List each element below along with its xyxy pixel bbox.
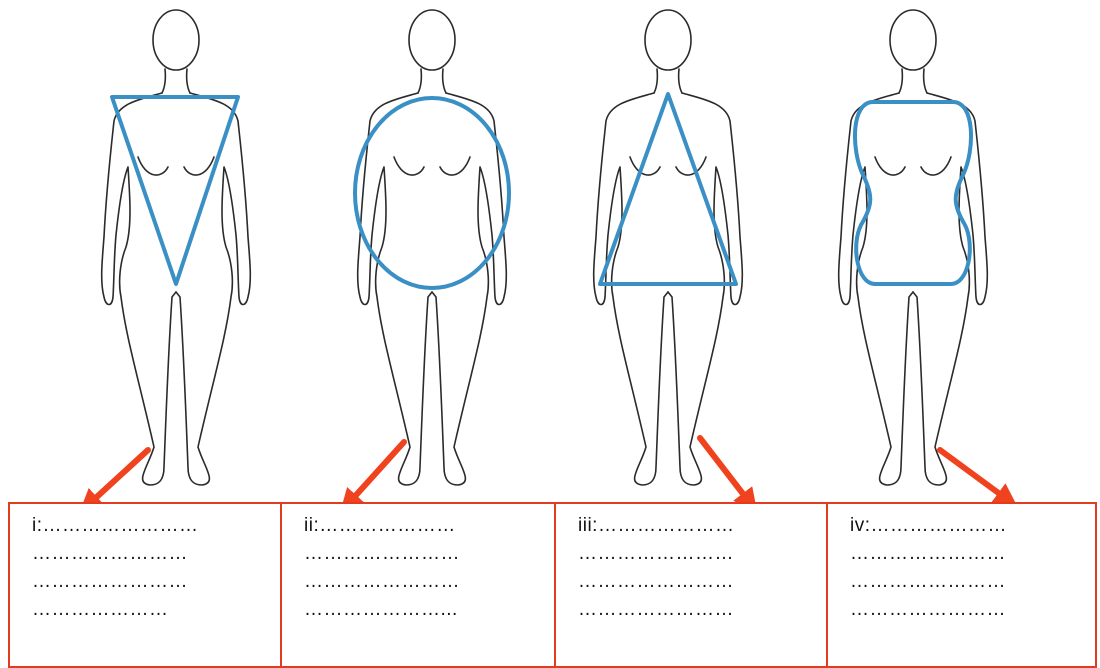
inverted-triangle-shape <box>112 97 238 284</box>
woman-figure <box>594 10 743 485</box>
answer-line: …………………… <box>32 540 280 568</box>
answer-line: …………………… <box>578 540 826 568</box>
answer-boxes: i:…………………… …………………… …………………… ………………… ii:… <box>8 502 1097 668</box>
triangle-shape <box>600 94 736 284</box>
arrow-icon <box>88 450 148 505</box>
answer-line: iii:………………… <box>578 512 826 540</box>
answer-box-i[interactable]: i:…………………… …………………… …………………… ………………… <box>8 502 282 668</box>
answer-line: …………………… <box>850 540 1095 568</box>
answer-line: iv:………………… <box>850 512 1095 540</box>
answer-line: …………………… <box>578 568 826 596</box>
answer-line: …………………… <box>304 540 554 568</box>
answer-line: …………………… <box>850 568 1095 596</box>
answer-line: i:…………………… <box>32 512 280 540</box>
answer-box-iv[interactable]: iv:………………… …………………… …………………… …………………… <box>826 502 1097 668</box>
hourglass-shape <box>855 102 971 284</box>
woman-figure <box>355 10 509 485</box>
answer-box-ii[interactable]: ii:………………… …………………… …………………… …………………... <box>280 502 556 668</box>
answer-line: …………………… <box>32 568 280 596</box>
answer-line: …………………... <box>304 596 554 624</box>
answer-line: ………………… <box>32 596 280 624</box>
answer-line: …………………… <box>850 596 1095 624</box>
answer-line: ii:………………… <box>304 512 554 540</box>
answer-line: …………………… <box>304 568 554 596</box>
answer-box-iii[interactable]: iii:………………… …………………… …………………… …………………… <box>554 502 828 668</box>
answer-line: …………………… <box>578 596 826 624</box>
arrow-icon <box>700 438 750 503</box>
arrow-icon <box>940 450 1008 500</box>
woman-figure <box>839 10 988 485</box>
woman-figure <box>102 10 251 485</box>
arrow-icon <box>348 442 404 504</box>
